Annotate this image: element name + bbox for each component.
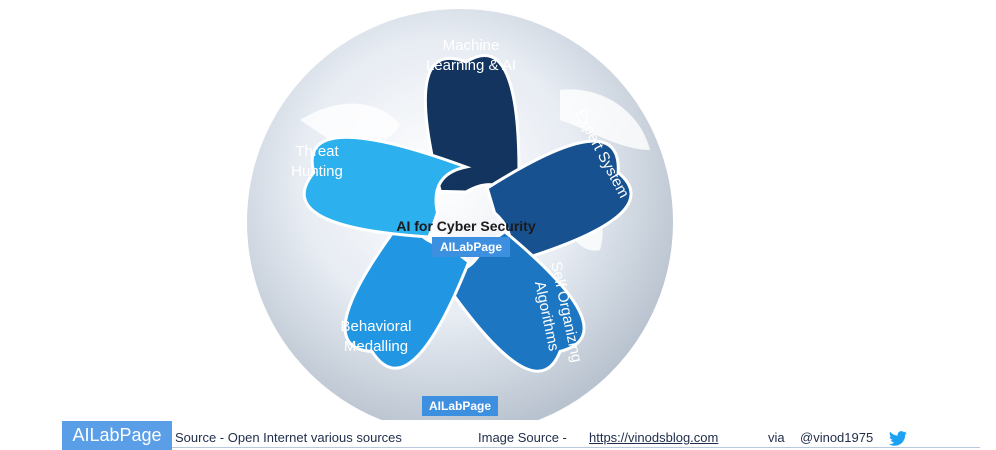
ailabpage-badge-bottom: AILabPage (422, 396, 498, 416)
footer-image-source-label: Image Source - (478, 430, 567, 445)
footer-via-text: via (768, 430, 785, 445)
petal-label-line-behavioral-1: Medalling (344, 338, 408, 355)
petal-label-line-machine-learning-1: Learning & AI (426, 57, 516, 74)
ailabpage-badge-center: AILabPage (432, 237, 510, 257)
petal-label-line-machine-learning-0: Machine (443, 37, 500, 54)
footer-image-source-link[interactable]: https://vinodsblog.com (589, 430, 719, 445)
petal-threat-hunting (302, 135, 472, 239)
footer-source-text: Source - Open Internet various sources (175, 430, 402, 445)
petal-label-line-behavioral-0: Behavioral (341, 318, 412, 335)
petal-label-line-threat-hunting-1: Hunting (291, 163, 343, 180)
petal-label-line-threat-hunting-0: Threat (295, 143, 339, 160)
footer-brand-logo: AILabPage (62, 421, 172, 450)
twitter-bird-icon[interactable] (888, 431, 908, 447)
footer-twitter-handle[interactable]: @vinod1975 (800, 430, 874, 445)
center-label: AI for Cyber Security (396, 218, 535, 234)
footer-divider (172, 447, 980, 448)
